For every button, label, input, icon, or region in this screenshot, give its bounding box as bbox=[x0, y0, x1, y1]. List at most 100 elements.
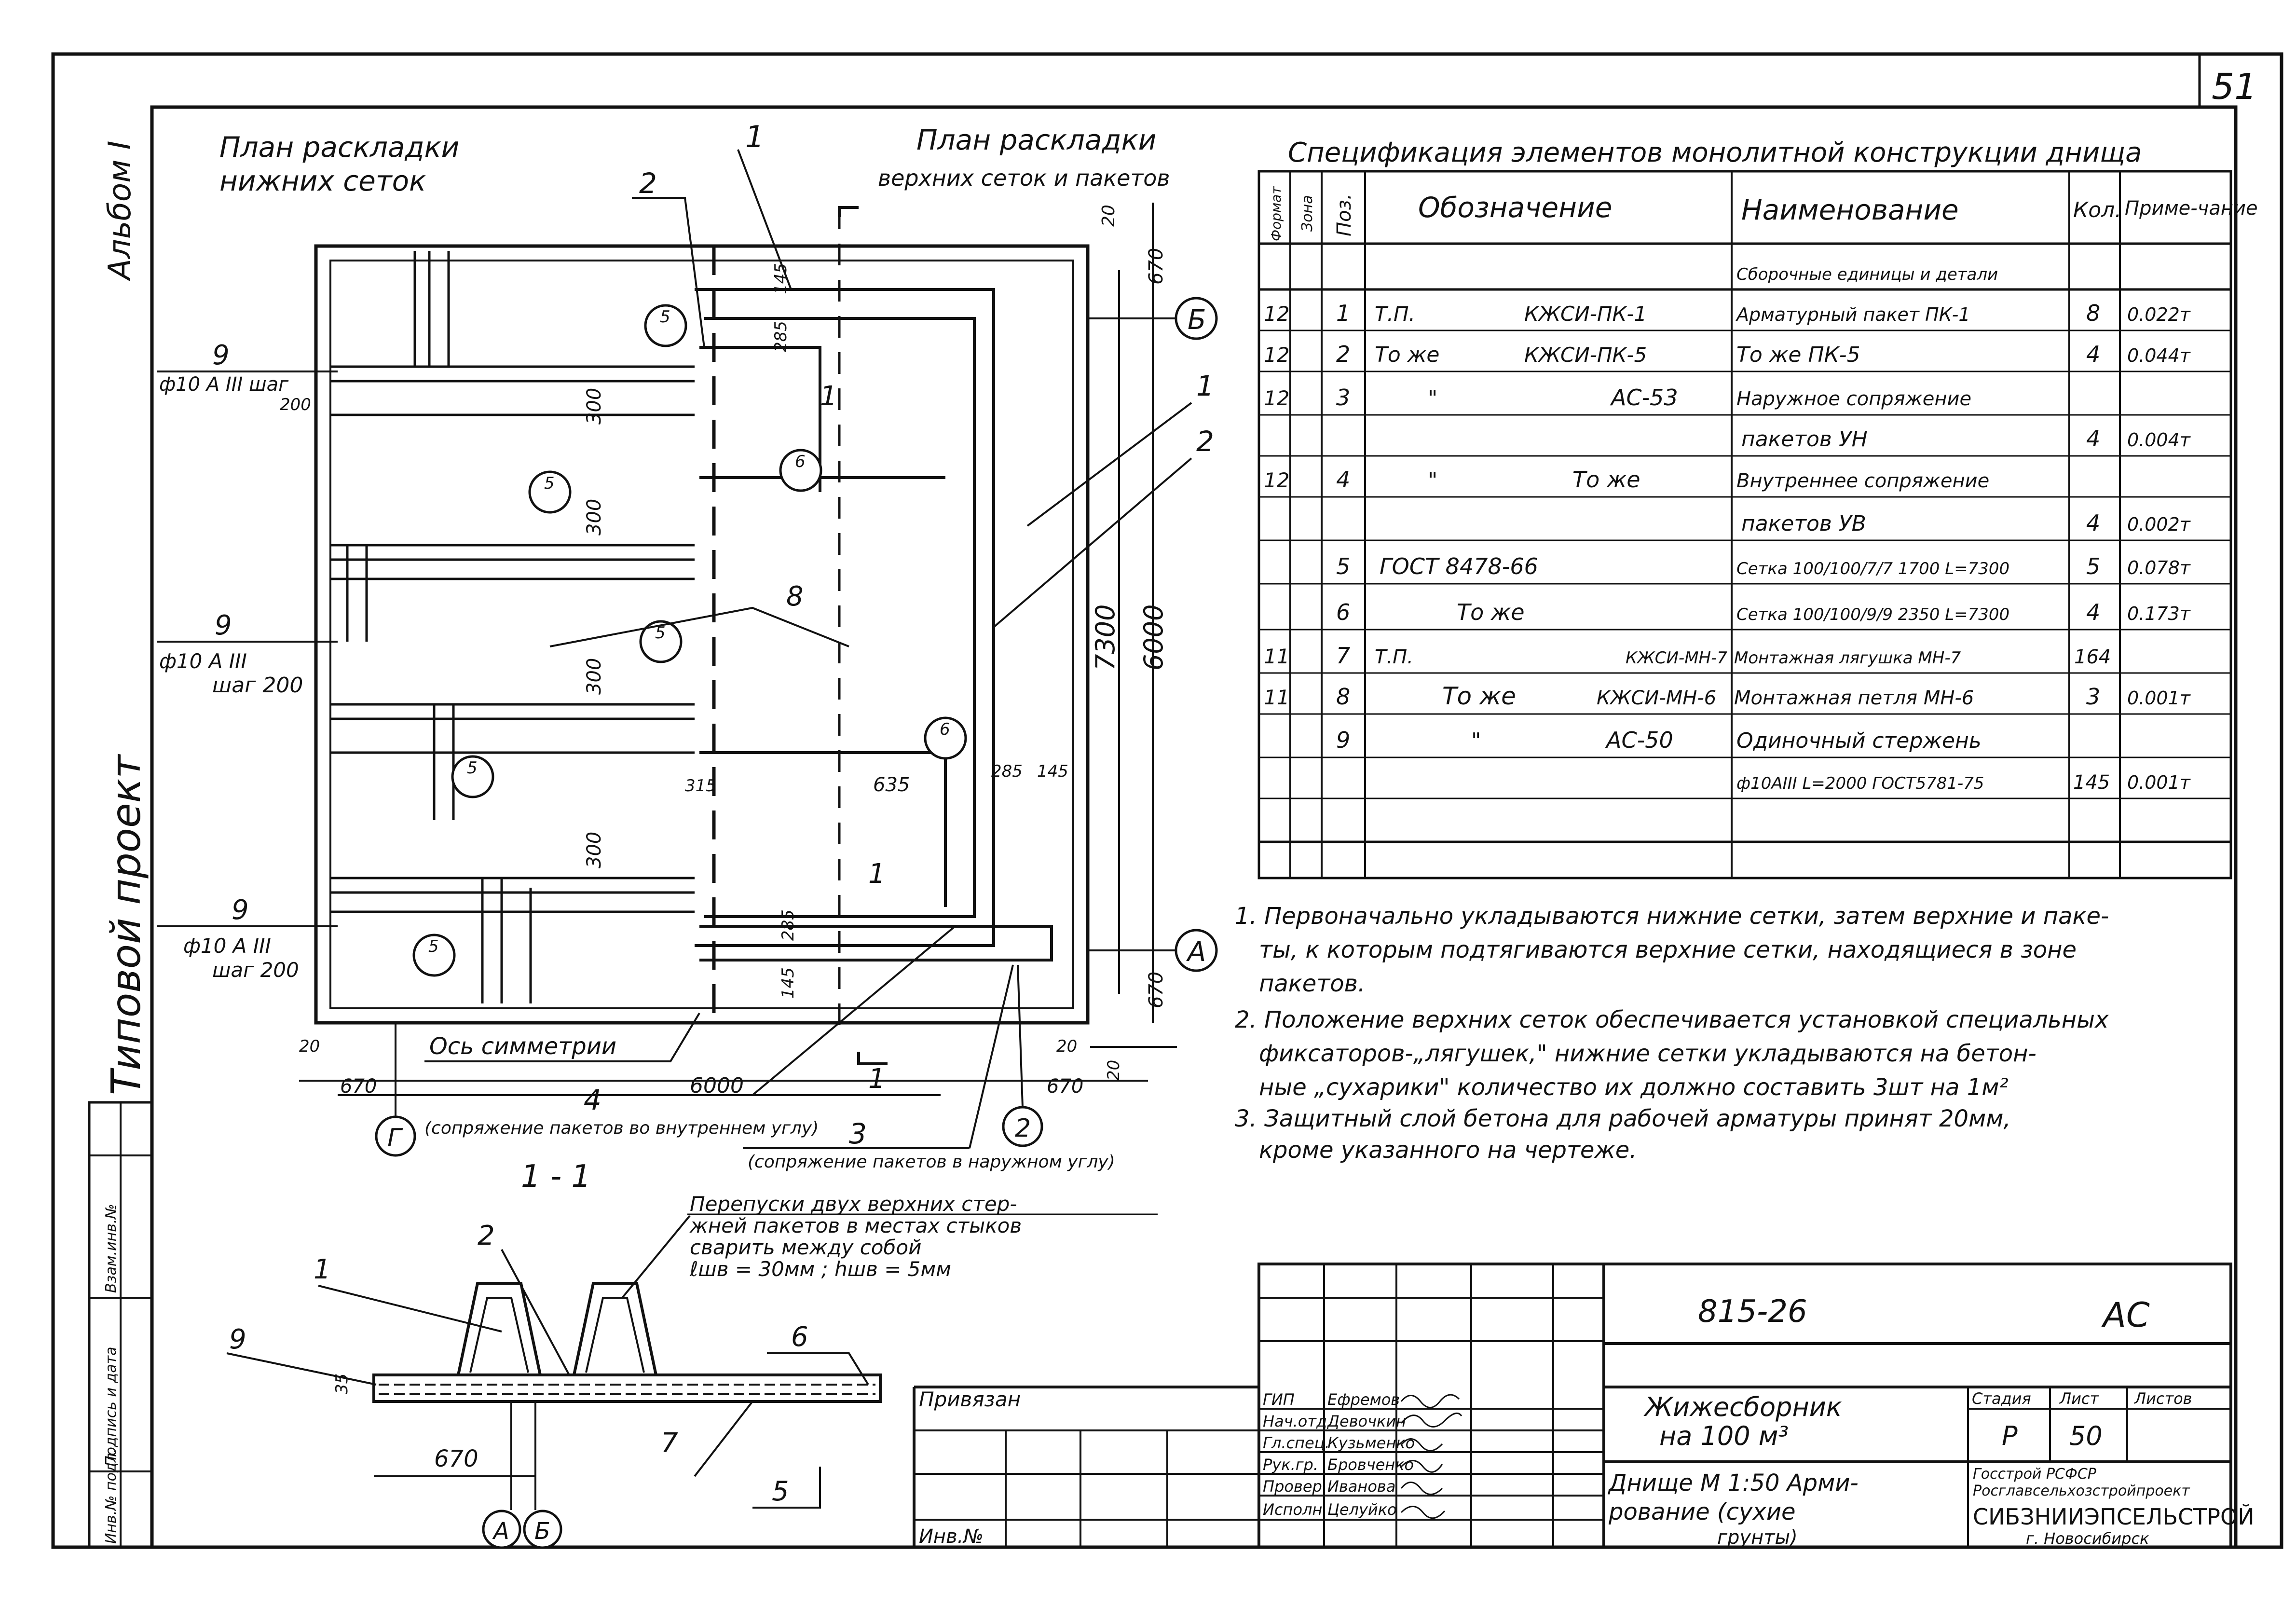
object-name-2: на 100 м³ bbox=[1659, 1421, 1789, 1451]
spec-row-12-qty: 145 bbox=[2073, 771, 2110, 794]
section-axis-b-label: Б bbox=[534, 1518, 550, 1545]
axis-g-label: Г bbox=[387, 1124, 403, 1153]
bar-callout-2-text: ф10 А III bbox=[159, 649, 247, 673]
name-kuzmenko: Кузьменко bbox=[1327, 1434, 1415, 1452]
spec-header-doc: Обозначение bbox=[1418, 191, 1612, 224]
pos-label-3-diag bbox=[969, 964, 1014, 1149]
spec-row-6-note: 0.002т bbox=[2127, 514, 2191, 535]
title-block: Привязан Инв.№ ГИП Нач.отд. Гл.спец. Рук… bbox=[913, 1263, 2255, 1549]
spec-row-10-pos: 8 bbox=[1336, 684, 1350, 710]
spec-row-4-note: 0.004т bbox=[2127, 429, 2191, 451]
note-line-3: пакетов. bbox=[1259, 970, 1365, 997]
spec-row-2-doc2: КЖСИ-ПК-5 bbox=[1524, 343, 1647, 367]
spec-row-10-note: 0.001т bbox=[2127, 687, 2191, 709]
dim-285-b: 285 bbox=[991, 762, 1023, 781]
spec-row-1-name: Арматурный пакет ПК-1 bbox=[1735, 304, 1970, 325]
section-label-5: 5 bbox=[772, 1476, 789, 1507]
spec-row-8-name: Сетка 100/100/9/9 2350 L=7300 bbox=[1736, 605, 2009, 624]
bar-callout-2-pos: 9 bbox=[215, 610, 232, 641]
col-sheets: Листов bbox=[2134, 1389, 2192, 1408]
dim-285-c: 285 bbox=[779, 909, 798, 941]
section-mark-bottom bbox=[857, 1052, 888, 1065]
spec-row-8-note: 0.173т bbox=[2127, 603, 2191, 624]
axis-a-label: А bbox=[1186, 936, 1206, 968]
spec-row-2-fmt: 12 bbox=[1264, 343, 1289, 367]
section-label-7: 7 bbox=[661, 1428, 678, 1459]
stage-value: Р bbox=[2002, 1421, 2018, 1451]
dim-145-c: 145 bbox=[779, 967, 798, 999]
spec-row-9-qty: 164 bbox=[2074, 646, 2111, 668]
org-line-3: СИБЗНИИЭПСЕЛЬСТРОЙ bbox=[1973, 1504, 2255, 1530]
dim-285-a: 285 bbox=[771, 321, 791, 352]
note-line-5: фиксаторов-„лягушек," нижние сетки уклад… bbox=[1259, 1040, 2036, 1067]
dim-670-br: 670 bbox=[1047, 1075, 1083, 1098]
inner-frame bbox=[150, 105, 2238, 1549]
section-rib-2-inner bbox=[585, 1297, 645, 1373]
section-label-6-leader bbox=[767, 1352, 869, 1386]
spec-row-1-qty: 8 bbox=[2086, 300, 2100, 326]
pos-label-4-diag bbox=[752, 925, 956, 1096]
name-devochkin: Девочкин bbox=[1326, 1412, 1406, 1430]
section-label-9: 9 bbox=[229, 1324, 246, 1355]
note-line-7: 3. Защитный слой бетона для рабочей арма… bbox=[1235, 1105, 2011, 1132]
dim-300-c: 300 bbox=[583, 658, 605, 695]
spec-row-7-doc: ГОСТ 8478-66 bbox=[1380, 553, 1538, 579]
spec-row-0-name: Сборочные единицы и детали bbox=[1736, 265, 1998, 284]
spec-row-2-pos: 2 bbox=[1336, 341, 1350, 367]
pos-label-2-right: 2 bbox=[1196, 425, 1214, 458]
org-line-2: Росглавсельхозстройпроект bbox=[1973, 1483, 2190, 1499]
role-gl-spec: Гл.спец. bbox=[1263, 1434, 1330, 1452]
bar-callout-1-text: ф10 А III шаг bbox=[159, 373, 289, 396]
spec-row-11-doc2: АС-50 bbox=[1605, 727, 1673, 753]
axis-b-label: Б bbox=[1188, 304, 1206, 336]
section-rib-1 bbox=[457, 1282, 542, 1375]
section-label-7-leader bbox=[694, 1401, 753, 1477]
left-stamp: Инв.№ подл. Подпись и дата Взам.инв.№ bbox=[88, 1101, 153, 1549]
spec-row-8-qty: 4 bbox=[2086, 599, 2100, 625]
inv-no-label: Инв.№ bbox=[919, 1525, 984, 1548]
dim-670-bl: 670 bbox=[340, 1075, 377, 1098]
section-view: Перепуски двух верхних стер- жней пакето… bbox=[226, 1192, 1158, 1549]
sheet-title-2: рование (сухие bbox=[1608, 1498, 1796, 1525]
bar-callout-3-pos: 9 bbox=[232, 894, 249, 926]
doc-mark: АС bbox=[2101, 1295, 2150, 1335]
spec-row-10-name: Монтажная петля МН-6 bbox=[1734, 687, 1974, 709]
spec-row-4-name: пакетов УН bbox=[1741, 427, 1868, 452]
role-gip: ГИП bbox=[1263, 1390, 1295, 1409]
pos-label-1-right-leader bbox=[1026, 402, 1192, 527]
lower-plan-title-2: нижних сеток bbox=[219, 165, 426, 197]
section-label-9-leader bbox=[226, 1352, 377, 1386]
dim-145-b: 145 bbox=[1037, 762, 1068, 781]
spec-row-3-doc2: АС-53 bbox=[1610, 385, 1678, 411]
slab-outline-outer bbox=[314, 244, 1090, 1025]
section-rib-1-inner bbox=[469, 1297, 529, 1373]
section-label-2: 2 bbox=[478, 1220, 495, 1251]
section-mark-label-low: 1 bbox=[868, 858, 886, 890]
mesh-mark-7: 6 bbox=[940, 720, 950, 739]
section-label-2-leader bbox=[501, 1249, 570, 1375]
spec-row-9-name: Монтажная лягушка МН-7 bbox=[1734, 648, 1961, 668]
dim-315: 315 bbox=[685, 776, 716, 796]
note-line-1: 1. Первоначально укладываются нижние сет… bbox=[1235, 903, 2109, 930]
section-axis-b-circle bbox=[523, 1510, 562, 1549]
axis-2-label: 2 bbox=[1015, 1114, 1031, 1143]
spec-row-2-qty: 4 bbox=[2086, 341, 2100, 367]
name-tseluyko: Целуйко bbox=[1327, 1500, 1397, 1519]
section-mark-top bbox=[838, 206, 859, 217]
mesh-marks: 5 5 5 5 5 6 6 bbox=[412, 304, 967, 977]
col-sheet: Лист bbox=[2059, 1389, 2099, 1408]
privyazan-label: Привязан bbox=[919, 1387, 1021, 1411]
note-line-4: 2. Положение верхних сеток обеспечиваетс… bbox=[1235, 1006, 2109, 1033]
name-brovchenko: Бровченко bbox=[1327, 1456, 1414, 1474]
spec-row-1-fmt: 12 bbox=[1264, 302, 1289, 326]
spec-row-9-doc: Т.П. bbox=[1375, 646, 1413, 668]
spec-row-9-doc2: КЖСИ-МН-7 bbox=[1626, 648, 1727, 668]
dim-6000-v: 6000 bbox=[1138, 604, 1169, 671]
sheet-title-1: Днище М 1:50 Арми- bbox=[1608, 1470, 1859, 1497]
spec-row-1-pos: 1 bbox=[1336, 300, 1350, 326]
pos-label-8-leader bbox=[549, 606, 849, 647]
page-number: 51 bbox=[2212, 66, 2257, 108]
mesh-mark-2: 5 bbox=[544, 474, 555, 493]
section-dim-670: 670 bbox=[434, 1445, 478, 1472]
